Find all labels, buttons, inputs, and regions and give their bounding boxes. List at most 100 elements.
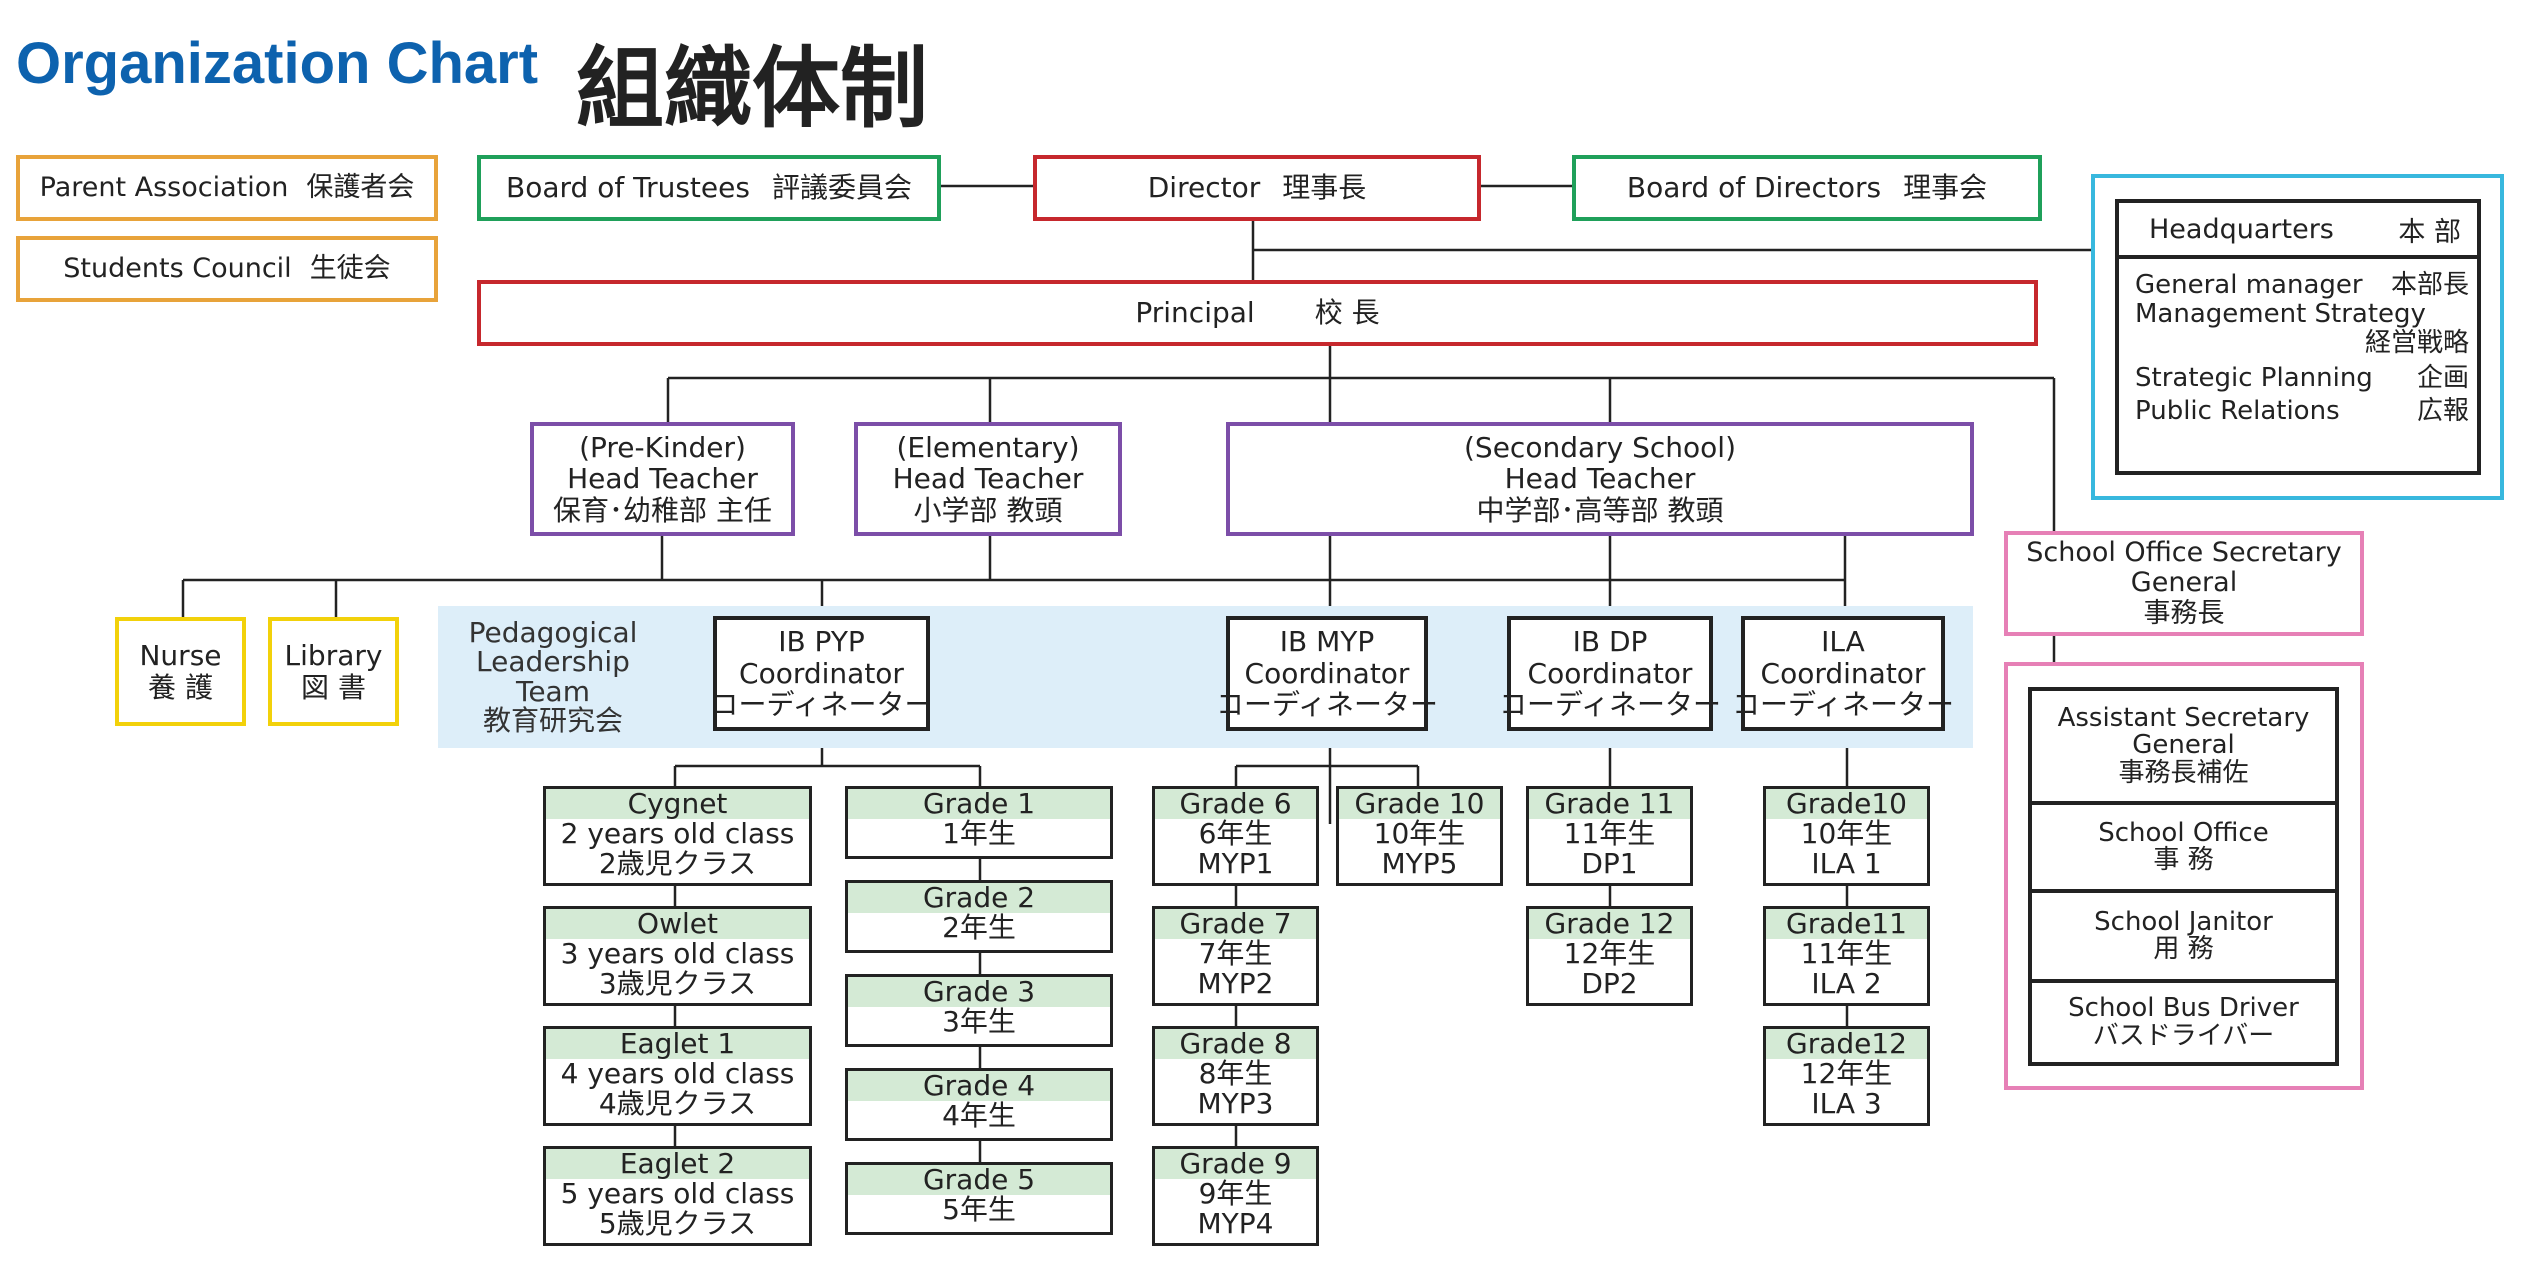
elementary-grade-5: Grade 5 5年生 bbox=[845, 1162, 1113, 1235]
class-eaglet-2: Eaglet 2 5 years old class 5歳児クラス bbox=[543, 1146, 812, 1246]
ila-line3: コーディネーター bbox=[1731, 688, 1955, 722]
school-office-line2: 事 務 bbox=[2153, 845, 2214, 875]
grade-program: MYP3 bbox=[1197, 1087, 1274, 1121]
office-staff-box: Assistant Secretary General 事務長補佐 School… bbox=[2028, 687, 2339, 1066]
prekinder-line2: Head Teacher bbox=[567, 462, 758, 496]
library-box: Library 図 書 bbox=[268, 617, 399, 726]
headquarters-title-en: Headquarters bbox=[2149, 213, 2334, 245]
board-of-directors-jp: 理事会 bbox=[1903, 171, 1988, 205]
grade-name: Grade 8 bbox=[1155, 1028, 1316, 1060]
class-age-en: 3 years old class bbox=[560, 937, 795, 971]
ib-pyp-coordinator-box: IB PYP Coordinator コーディネーター bbox=[710, 616, 933, 731]
grade-program: DP1 bbox=[1581, 847, 1638, 881]
director-en: Director bbox=[1147, 171, 1261, 205]
school-bus-driver-line2: バスドライバー bbox=[2092, 1020, 2275, 1051]
nurse-jp: 養 護 bbox=[148, 670, 213, 704]
elementary-head-teacher-box: (Elementary) Head Teacher 小学部 教頭 bbox=[854, 422, 1122, 536]
dp-grade-12: Grade 12 12年生 DP2 bbox=[1526, 906, 1693, 1006]
class-age-jp: 4歳児クラス bbox=[598, 1087, 757, 1121]
grade-jp: 12年生 bbox=[1800, 1057, 1893, 1091]
hq-item-management-strategy: Management Strategy 経営戦略 bbox=[2119, 299, 2477, 358]
library-en: Library bbox=[284, 639, 383, 673]
office-staff-outer-frame bbox=[2004, 662, 2364, 1090]
parent-association-jp: 保護者会 bbox=[306, 171, 415, 203]
assistant-secretary-line2: General bbox=[2132, 730, 2235, 761]
class-age-jp: 3歳児クラス bbox=[598, 967, 757, 1001]
grade-jp: 5年生 bbox=[942, 1193, 1016, 1227]
class-owlet: Owlet 3 years old class 3歳児クラス bbox=[543, 906, 812, 1006]
class-age-jp: 2歳児クラス bbox=[598, 847, 757, 881]
board-of-trustees-en: Board of Trustees bbox=[506, 171, 750, 205]
pedagogical-band bbox=[438, 606, 1973, 748]
nurse-en: Nurse bbox=[139, 639, 222, 673]
ib-dp-coordinator-box: IB DP Coordinator コーディネーター bbox=[1499, 616, 1721, 731]
ila-line2: Coordinator bbox=[1760, 656, 1926, 690]
grade-program: MYP2 bbox=[1197, 967, 1274, 1001]
class-name: Cygnet bbox=[546, 788, 809, 820]
hq-item-general-manager: General manager 本部長 bbox=[2119, 270, 2477, 300]
board-of-trustees-jp: 評議委員会 bbox=[771, 171, 912, 205]
class-age-jp: 5歳児クラス bbox=[598, 1207, 757, 1241]
myp-grade-10: Grade 10 10年生 MYP5 bbox=[1336, 786, 1503, 886]
director-jp: 理事長 bbox=[1282, 171, 1367, 205]
hq-item-strategic-planning: Strategic Planning 企画 bbox=[2119, 364, 2477, 393]
pyp-line2: Coordinator bbox=[739, 656, 904, 690]
students-council-jp: 生徒会 bbox=[309, 252, 391, 284]
grade-name: Grade 4 bbox=[848, 1070, 1110, 1102]
parent-association-box: Parent Association 保護者会 bbox=[16, 155, 438, 221]
grade-name: Grade 2 bbox=[848, 882, 1110, 914]
myp-line1: IB MYP bbox=[1279, 625, 1375, 659]
class-age-en: 5 years old class bbox=[560, 1177, 795, 1211]
title-japanese: 組織体制 bbox=[576, 37, 929, 140]
grade-name: Grade 6 bbox=[1155, 788, 1316, 820]
secondary-line1: (Secondary School) bbox=[1464, 430, 1736, 464]
grade-program: ILA 2 bbox=[1811, 967, 1882, 1001]
school-office-cell: School Office 事 務 bbox=[2032, 801, 2335, 889]
ila-grade-12: Grade12 12年生 ILA 3 bbox=[1763, 1026, 1930, 1126]
dp-grade-11: Grade 11 11年生 DP1 bbox=[1526, 786, 1693, 886]
hq-item-strategic-planning-jp: 企画 bbox=[2416, 363, 2469, 394]
hq-item-management-strategy-en: Management Strategy bbox=[2135, 299, 2426, 330]
prekinder-line1: (Pre-Kinder) bbox=[579, 430, 746, 464]
assistant-secretary-line1: Assistant Secretary bbox=[2057, 703, 2310, 734]
elementary-line3: 小学部 教頭 bbox=[913, 493, 1063, 527]
headquarters-header: Headquarters 本 部 bbox=[2119, 203, 2477, 259]
title-english: Organization Chart bbox=[16, 31, 539, 96]
headquarters-outer-frame bbox=[2091, 174, 2504, 500]
class-name: Owlet bbox=[546, 908, 809, 940]
parent-association-en: Parent Association bbox=[39, 171, 289, 203]
myp-line2: Coordinator bbox=[1244, 656, 1410, 690]
grade-program: ILA 3 bbox=[1811, 1087, 1882, 1121]
school-office-secretary-box: School Office Secretary General 事務長 bbox=[2004, 531, 2364, 636]
grade-name: Grade 11 bbox=[1529, 788, 1690, 820]
board-of-trustees-box: Board of Trustees 評議委員会 bbox=[477, 155, 941, 221]
grade-jp: 2年生 bbox=[942, 911, 1016, 945]
grade-name: Grade 12 bbox=[1529, 908, 1690, 940]
secondary-line2: Head Teacher bbox=[1504, 462, 1696, 496]
pedagogical-team-label: Pedagogical Leadership Team 教育研究会 bbox=[458, 618, 648, 736]
hq-item-public-relations-jp: 広報 bbox=[2416, 396, 2469, 427]
ila-coordinator-box: ILA Coordinator コーディネーター bbox=[1732, 616, 1954, 731]
school-janitor-line2: 用 務 bbox=[2153, 934, 2214, 964]
school-office-secretary-line1: School Office Secretary bbox=[2026, 537, 2342, 569]
grade-jp: 7年生 bbox=[1198, 937, 1273, 971]
grade-name: Grade10 bbox=[1766, 788, 1927, 820]
myp-grade-9: Grade 9 9年生 MYP4 bbox=[1152, 1146, 1319, 1246]
school-janitor-cell: School Janitor 用 務 bbox=[2032, 889, 2335, 979]
grade-name: Grade11 bbox=[1766, 908, 1927, 940]
hq-item-public-relations-en: Public Relations bbox=[2135, 396, 2340, 427]
grade-program: MYP5 bbox=[1381, 847, 1458, 881]
ila-line1: ILA bbox=[1821, 625, 1865, 659]
grade-jp: 9年生 bbox=[1198, 1177, 1273, 1211]
class-age-en: 4 years old class bbox=[560, 1057, 795, 1091]
prekinder-head-teacher-box: (Pre-Kinder) Head Teacher 保育･幼稚部 主任 bbox=[530, 422, 795, 536]
elementary-line1: (Elementary) bbox=[896, 430, 1080, 464]
elementary-grade-2: Grade 2 2年生 bbox=[845, 880, 1113, 953]
grade-name: Grade 9 bbox=[1155, 1148, 1316, 1180]
myp-grade-6: Grade 6 6年生 MYP1 bbox=[1152, 786, 1319, 886]
grade-name: Grade12 bbox=[1766, 1028, 1927, 1060]
school-office-secretary-line2: General bbox=[2130, 567, 2238, 599]
school-bus-driver-cell: School Bus Driver バスドライバー bbox=[2032, 979, 2335, 1062]
pedagogical-line1: Pedagogical bbox=[468, 616, 638, 649]
